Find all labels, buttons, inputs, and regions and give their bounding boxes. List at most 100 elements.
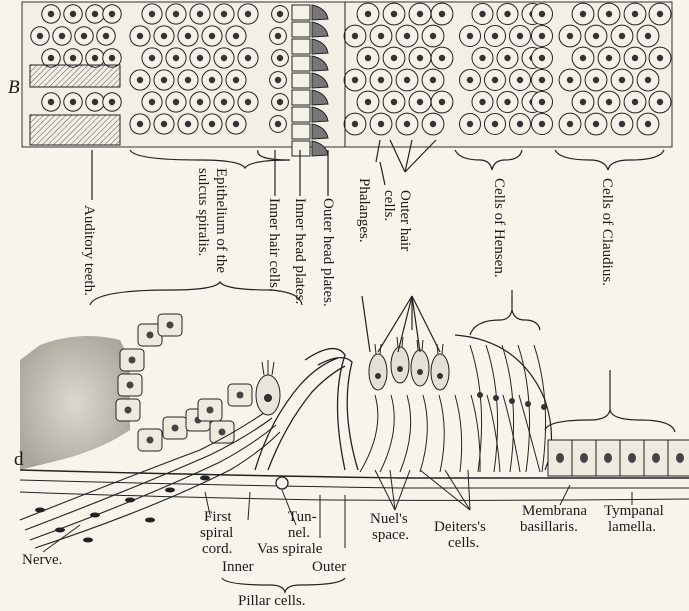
inner-head-plate bbox=[292, 56, 310, 71]
cell-nucleus bbox=[109, 55, 115, 61]
deiters-fiber bbox=[471, 395, 480, 472]
panel-letter-b: B bbox=[8, 80, 20, 95]
cell-nucleus bbox=[391, 99, 397, 105]
sulcus-nucleus bbox=[125, 407, 132, 414]
cell-nucleus bbox=[492, 121, 498, 127]
sulcus-nucleus bbox=[147, 437, 154, 444]
cell-nucleus bbox=[504, 55, 510, 61]
cell-nucleus bbox=[657, 11, 663, 17]
cell-nucleus bbox=[37, 33, 43, 39]
cell-nucleus bbox=[539, 55, 545, 61]
cell-nucleus bbox=[137, 77, 143, 83]
cell-nucleus bbox=[404, 33, 410, 39]
label-nuel-1: Nuel's bbox=[370, 512, 408, 527]
cell-nucleus bbox=[161, 77, 167, 83]
outer-hair-nucleus bbox=[397, 366, 403, 372]
cell-nucleus bbox=[233, 121, 239, 127]
cell-nucleus bbox=[404, 121, 410, 127]
cell-nucleus bbox=[197, 11, 203, 17]
sulcus-nucleus bbox=[167, 322, 174, 329]
label-vas-spirale: Vas spirale bbox=[257, 542, 322, 557]
cell-nucleus bbox=[517, 77, 523, 83]
cell-nucleus bbox=[209, 33, 215, 39]
cell-nucleus bbox=[479, 55, 485, 61]
nerve-nucleus bbox=[145, 518, 155, 523]
hair-bundle bbox=[375, 344, 376, 354]
label-outer-head-plates: Outer head plates. bbox=[319, 198, 336, 307]
cell-nucleus bbox=[197, 99, 203, 105]
cell-nucleus bbox=[221, 55, 227, 61]
cell-nucleus bbox=[185, 33, 191, 39]
label-outer-hair-1: Outer hair bbox=[396, 190, 413, 251]
sulcus-cells bbox=[116, 314, 252, 451]
cell-nucleus bbox=[619, 33, 625, 39]
label-inner-head-plates: Inner head plates. bbox=[291, 198, 308, 304]
cell-nucleus bbox=[149, 55, 155, 61]
cell-nucleus bbox=[632, 11, 638, 17]
hensen-nucleus bbox=[477, 392, 483, 398]
hair-bundle bbox=[402, 337, 403, 347]
cell-nucleus bbox=[48, 99, 54, 105]
cell-nucleus bbox=[657, 99, 663, 105]
label-pillar-cells: Pillar cells. bbox=[238, 594, 306, 609]
cell-nucleus bbox=[221, 11, 227, 17]
cell-nucleus bbox=[245, 11, 251, 17]
cell-nucleus bbox=[48, 11, 54, 17]
nerve-nucleus bbox=[90, 513, 100, 518]
cell-nucleus bbox=[209, 77, 215, 83]
label-cells-hensen: Cells of Hensen. bbox=[490, 178, 507, 278]
outer-hair-cell bbox=[431, 354, 449, 390]
cell-nucleus bbox=[149, 99, 155, 105]
cell-nucleus bbox=[492, 77, 498, 83]
cell-nucleus bbox=[504, 11, 510, 17]
cell-nucleus bbox=[539, 11, 545, 17]
inner-head-plate bbox=[292, 73, 310, 88]
cell-nucleus bbox=[48, 55, 54, 61]
cell-nucleus bbox=[593, 121, 599, 127]
label-membrana-1: Membrana bbox=[522, 504, 587, 519]
bottom-panel-section bbox=[20, 282, 689, 592]
cell-nucleus bbox=[173, 55, 179, 61]
cell-nucleus bbox=[109, 11, 115, 17]
cell-nucleus bbox=[197, 55, 203, 61]
top-leader-lines bbox=[92, 140, 664, 200]
cell-nucleus bbox=[352, 121, 358, 127]
cell-nucleus bbox=[161, 121, 167, 127]
cell-nucleus bbox=[467, 33, 473, 39]
label-auditory-teeth: Auditory teeth. bbox=[80, 205, 97, 296]
inner-head-plate bbox=[292, 90, 310, 105]
cell-nucleus bbox=[233, 33, 239, 39]
deiters-fiber bbox=[380, 395, 394, 472]
cell-nucleus bbox=[209, 121, 215, 127]
cell-nucleus bbox=[92, 55, 98, 61]
cell-nucleus bbox=[137, 121, 143, 127]
hensen-nucleus bbox=[525, 401, 531, 407]
nerve-nuclei bbox=[35, 476, 210, 543]
cell-nucleus bbox=[70, 55, 76, 61]
cell-nucleus bbox=[173, 99, 179, 105]
cell-nucleus bbox=[378, 121, 384, 127]
cell-nucleus bbox=[567, 33, 573, 39]
label-tympanal-2: lamella. bbox=[608, 520, 656, 535]
cell-nucleus bbox=[173, 11, 179, 17]
cell-nucleus bbox=[109, 99, 115, 105]
cell-nucleus bbox=[365, 99, 371, 105]
sulcus-nucleus bbox=[127, 382, 134, 389]
cell-nucleus bbox=[467, 77, 473, 83]
inner-head-plate bbox=[292, 141, 310, 156]
cell-nucleus bbox=[185, 77, 191, 83]
label-tunnel-1: Tun- bbox=[288, 510, 317, 525]
deiters-fiber bbox=[487, 395, 500, 472]
cell-nucleus bbox=[580, 99, 586, 105]
cell-nucleus bbox=[517, 33, 523, 39]
outer-hair-cell bbox=[411, 350, 429, 386]
cell-nucleus bbox=[245, 55, 251, 61]
cell-nucleus bbox=[593, 33, 599, 39]
cell-nucleus bbox=[492, 33, 498, 39]
hensen-nucleus bbox=[493, 395, 499, 401]
cell-nucleus bbox=[404, 77, 410, 83]
cell-nucleus bbox=[59, 33, 65, 39]
hensen-fiber bbox=[518, 345, 530, 472]
sulcus-nucleus bbox=[129, 357, 136, 364]
